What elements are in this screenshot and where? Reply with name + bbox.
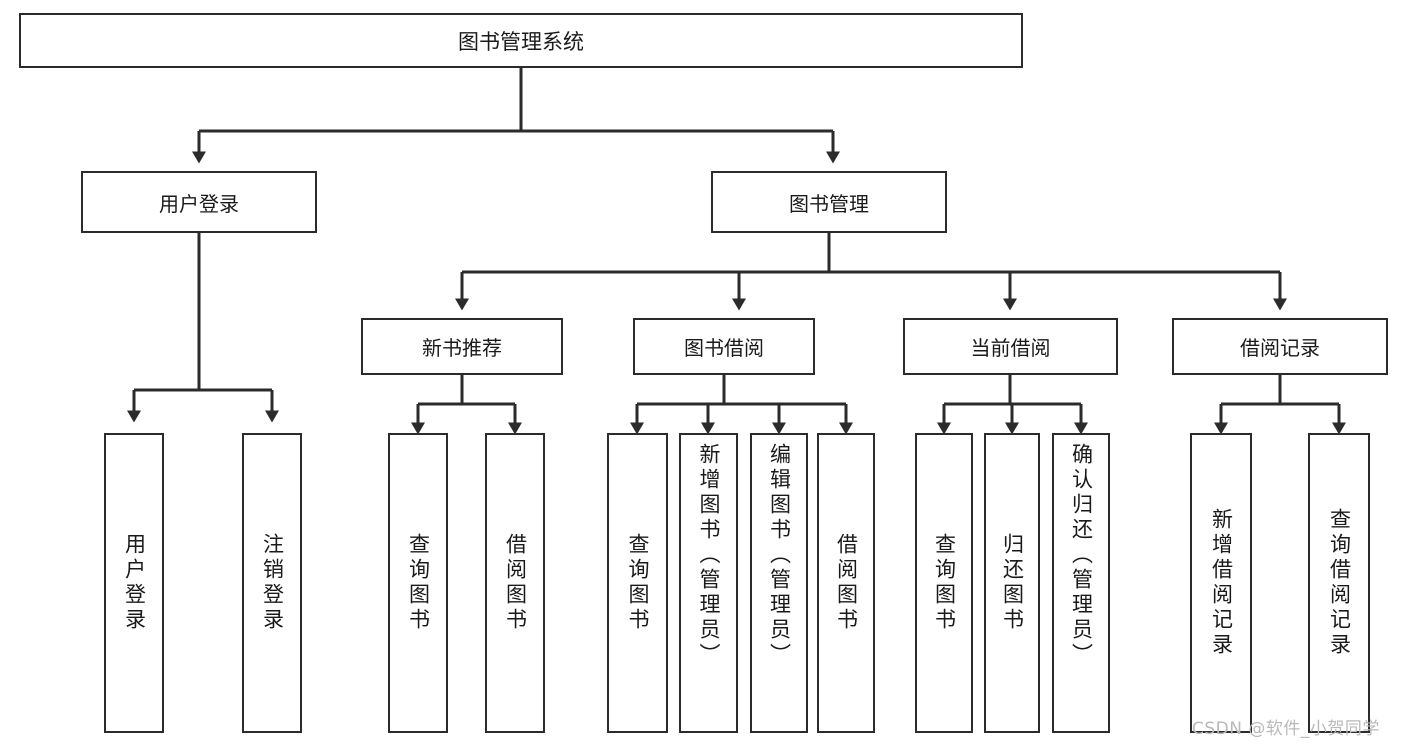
node-borrow-records[interactable]: 借阅记录 [1172, 318, 1388, 375]
leaf-add-book-admin-label: 新增图书（管理员） [697, 443, 721, 668]
node-new-book-recommend[interactable]: 新书推荐 [361, 318, 563, 375]
leaf-add-borrow-record-label: 新增借阅记录 [1209, 508, 1234, 658]
leaf-query-book-current-label: 查询图书 [932, 533, 957, 633]
leaf-edit-book-admin-label: 编辑图书（管理员） [767, 443, 792, 668]
leaf-borrow-book-label: 借阅图书 [834, 533, 859, 633]
leaf-query-book-recommend-label: 查询图书 [406, 533, 431, 633]
node-book-borrow[interactable]: 图书借阅 [633, 318, 815, 375]
leaf-borrow-book-recommend-label: 借阅图书 [503, 533, 528, 633]
leaf-edit-book-admin[interactable]: 编辑图书（管理员） [750, 433, 808, 733]
node-borrow-records-label: 借阅记录 [1240, 336, 1320, 360]
node-new-book-recommend-label: 新书推荐 [422, 336, 502, 360]
leaf-query-book-borrow-label: 查询图书 [626, 533, 650, 633]
node-book-management[interactable]: 图书管理 [711, 171, 947, 233]
leaf-confirm-return-admin-label: 确认归还（管理员） [1069, 443, 1094, 668]
leaf-return-book[interactable]: 归还图书 [984, 433, 1040, 733]
node-user-login[interactable]: 用户登录 [81, 171, 317, 233]
csdn-watermark: CSDN @软件_小贺同学 [1192, 719, 1380, 739]
leaf-query-book-current[interactable]: 查询图书 [915, 433, 973, 733]
leaf-add-book-admin[interactable]: 新增图书（管理员） [679, 433, 738, 733]
node-root[interactable]: 图书管理系统 [19, 13, 1023, 68]
node-current-borrow[interactable]: 当前借阅 [903, 318, 1118, 375]
leaf-query-book-recommend[interactable]: 查询图书 [388, 433, 448, 733]
leaf-query-borrow-record[interactable]: 查询借阅记录 [1308, 433, 1370, 733]
leaf-logout-label: 注销登录 [260, 533, 285, 633]
node-root-label: 图书管理系统 [458, 29, 584, 54]
leaf-user-login[interactable]: 用户登录 [104, 433, 164, 733]
leaf-return-book-label: 归还图书 [1000, 533, 1025, 633]
leaf-user-login-label: 用户登录 [122, 533, 147, 633]
leaf-borrow-book[interactable]: 借阅图书 [817, 433, 875, 733]
leaf-borrow-book-recommend[interactable]: 借阅图书 [485, 433, 545, 733]
leaf-query-book-borrow[interactable]: 查询图书 [607, 433, 668, 733]
leaf-query-borrow-record-label: 查询借阅记录 [1327, 508, 1352, 658]
leaf-logout[interactable]: 注销登录 [242, 433, 302, 733]
leaf-add-borrow-record[interactable]: 新增借阅记录 [1190, 433, 1252, 733]
node-book-borrow-label: 图书借阅 [684, 336, 764, 360]
node-book-management-label: 图书管理 [789, 191, 869, 216]
node-current-borrow-label: 当前借阅 [970, 336, 1051, 360]
leaf-confirm-return-admin[interactable]: 确认归还（管理员） [1052, 433, 1110, 733]
node-user-login-label: 用户登录 [159, 191, 239, 216]
